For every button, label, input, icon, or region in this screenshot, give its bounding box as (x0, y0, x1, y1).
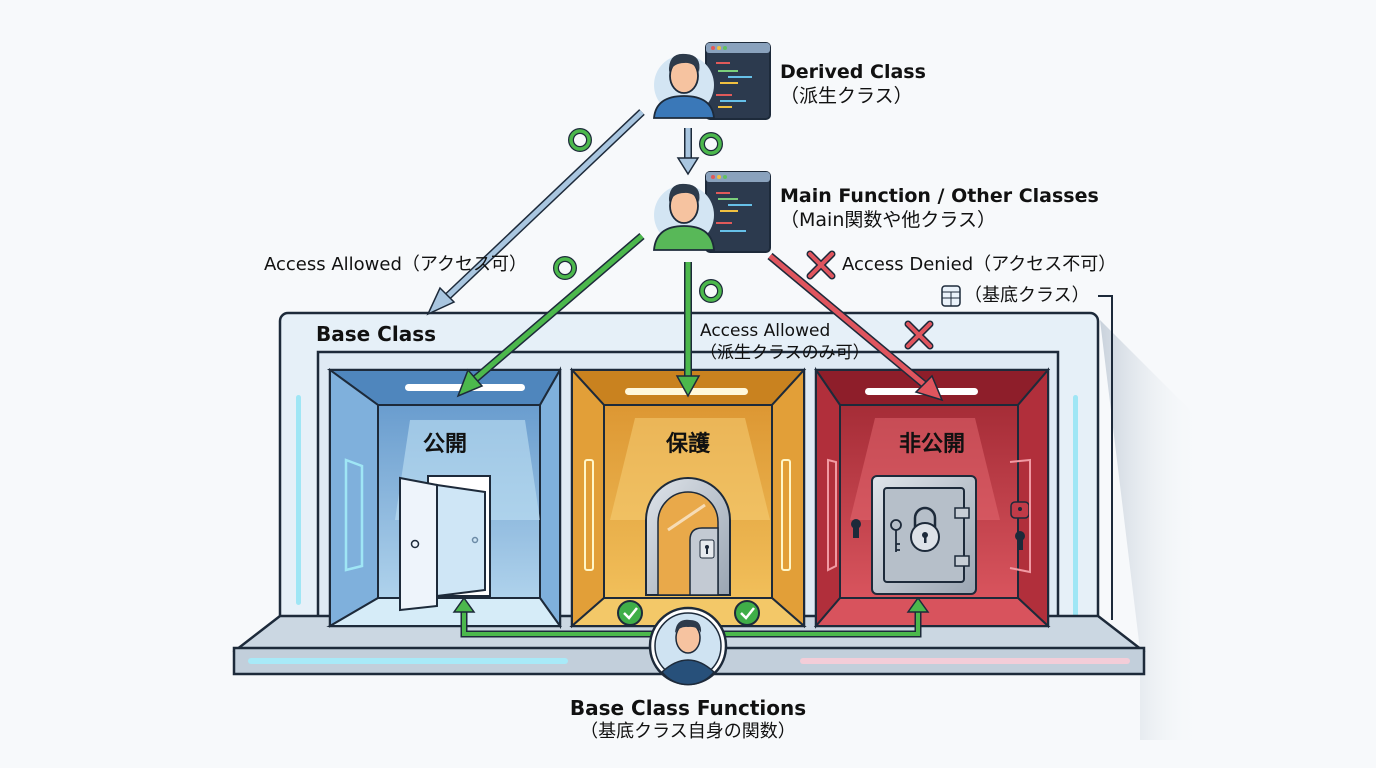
derived-to-base-arrow (444, 110, 644, 300)
self-to-public-arrow (462, 606, 664, 636)
platform-glow-blue (248, 658, 568, 664)
glow-right (1073, 395, 1078, 625)
derived-to-base-arrowhead (426, 286, 456, 316)
check-icon (617, 600, 643, 626)
main-to-public-arrow (472, 234, 644, 382)
self-to-private-arrowhead (906, 596, 930, 613)
access-allowed-label: Access Allowed（アクセス可） (264, 254, 527, 275)
main-to-private-arrow (768, 254, 928, 388)
room-private-title: 非公開 (898, 432, 965, 457)
shadow (1100, 320, 1200, 740)
main-function-sub: （Main関数や他クラス） (780, 209, 996, 231)
protected-access-text: Access Allowed (700, 321, 831, 341)
base-class-functions-avatar (648, 606, 728, 686)
room-protected (569, 367, 807, 629)
glow-left (296, 395, 301, 605)
check-icon (734, 600, 760, 626)
main-function-name: Main Function / Other Classes (780, 185, 1099, 207)
platform-glow-pink (800, 658, 1130, 664)
room-public-title: 公開 (422, 432, 467, 457)
room-public (326, 366, 562, 630)
base-class-note: （基底クラス） (964, 285, 1090, 306)
bracket (1098, 295, 1113, 620)
base-class-functions-label: Base Class Functions （基底クラス自身の関数） (488, 696, 888, 744)
main-function-avatar (653, 171, 771, 253)
base-class-title: Base Class (316, 322, 437, 346)
main-to-private-arrowhead (914, 374, 944, 402)
protected-access-sub: （派生クラスのみ可） (700, 343, 870, 363)
access-denied-label: Access Denied（アクセス不可） (842, 254, 1117, 275)
base-class-functions-name: Base Class Functions (569, 696, 807, 720)
self-to-private-arrow (712, 606, 920, 636)
derived-class-avatar (653, 42, 771, 120)
derived-class-label: Derived Class （派生クラス） (780, 60, 926, 108)
denied-x-icon (806, 250, 836, 280)
room-private (813, 366, 1051, 629)
main-function-label: Main Function / Other Classes （Main関数や他ク… (780, 184, 1099, 232)
main-to-public-arrowhead (456, 368, 484, 398)
room-protected-title: 保護 (665, 432, 710, 457)
denied-x-icon (904, 320, 934, 350)
database-icon (941, 285, 961, 307)
base-class-functions-sub: （基底クラス自身の関数） (580, 721, 796, 742)
self-to-public-arrowhead (452, 596, 476, 613)
derived-to-main-arrowhead (676, 157, 700, 176)
main-to-protected-arrowhead (675, 375, 701, 398)
protected-access-label: Access Allowed （派生クラスのみ可） (700, 320, 870, 364)
derived-class-name: Derived Class (780, 61, 926, 83)
derived-class-sub: （派生クラス） (780, 85, 913, 107)
